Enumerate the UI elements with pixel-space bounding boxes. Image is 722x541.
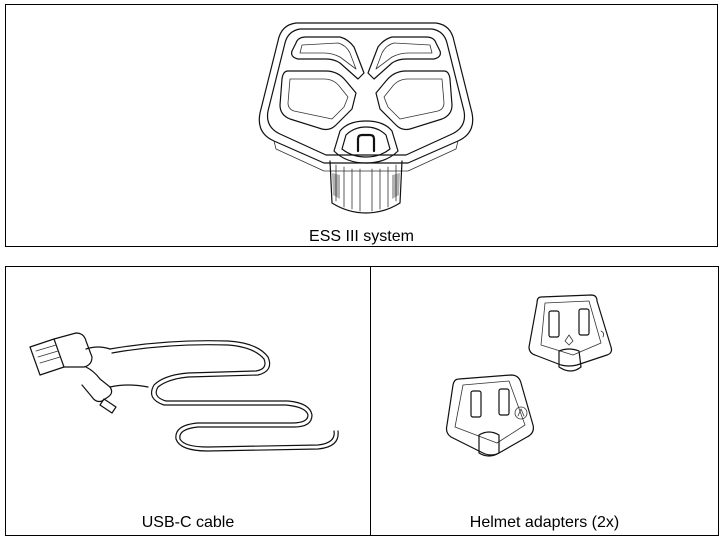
helmet-adapters-caption: Helmet adapters (2x) bbox=[469, 514, 620, 531]
ess-system-panel: ESS III system bbox=[5, 4, 718, 247]
usb-c-cable-icon bbox=[29, 332, 339, 452]
usb-c-cable-panel: USB-C cable bbox=[5, 266, 371, 536]
helmet-adapters-panel: Helmet adapters (2x) bbox=[370, 266, 719, 536]
ess-system-caption: ESS III system bbox=[309, 228, 414, 245]
helmet-adapters-icon bbox=[445, 294, 613, 457]
usb-c-cable-caption: USB-C cable bbox=[141, 514, 235, 531]
ess-iii-device-icon bbox=[258, 22, 474, 214]
